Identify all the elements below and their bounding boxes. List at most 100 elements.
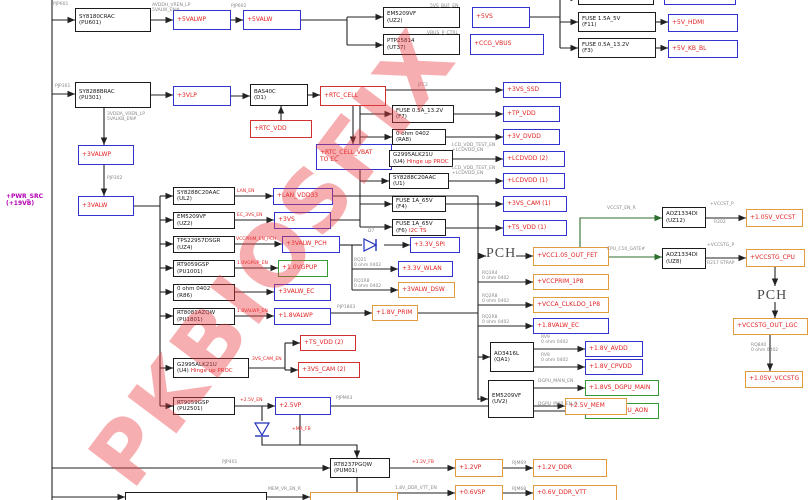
- node-f7: FUSE 0.5A_13.2V(F7): [392, 105, 454, 123]
- node-rail-ccg-vbus: +CCG_VBUS: [470, 34, 544, 55]
- diode-d7: [363, 238, 378, 252]
- node-rail-3vs: +3VS: [274, 212, 331, 229]
- node-f3: FUSE 0.5A_13.2V(F3): [578, 38, 656, 58]
- label-l-r217: R217 STRAP: [707, 261, 735, 266]
- label-l-rv8: RV8 0 ohm 0402: [541, 353, 569, 364]
- node-rail-1v2p: +1.2VP: [455, 459, 503, 477]
- label-l-vtt-en: 1.8V_DDR_VTT_EN: [395, 486, 437, 491]
- node-uz2-top: EM5209VF(UZ2): [383, 7, 460, 28]
- node-cut-top-rail: [664, 0, 736, 5]
- node-cut-bottom-ic: [125, 492, 267, 500]
- label-l-pjp1803: PJP1803: [337, 305, 356, 310]
- label-l-r202: R202: [714, 220, 726, 225]
- node-rail-vcca-clkldo-1p8: +VCCA_CLKLDO_1P8: [533, 297, 609, 313]
- node-rail-0v6-ddr-vtt: +0.6V_DDR_VTT: [533, 485, 617, 500]
- node-note: Hinge up PROC: [406, 158, 449, 165]
- label-l-18valwp-en: 1.8VALWP_EN: [237, 309, 268, 314]
- node-rail-3valwp: +3VALWP: [78, 145, 134, 165]
- node-rail-3vs-ssd: +3VS_SSD: [503, 82, 561, 98]
- node-rail-ts-vdd-1: +TS_VDD (1): [503, 220, 567, 236]
- node-pu601: SY8180CRAC(PU601): [75, 8, 151, 32]
- label-l-dgpu-main-en: DGPU_MAIN_EN: [538, 379, 574, 384]
- diode-d-mem: [253, 422, 271, 437]
- node-rail-3vs-cam-2: +3VS_CAM (2): [298, 362, 360, 378]
- label-l-rv9: RV9 0 ohm 0402: [541, 335, 569, 346]
- node-rail-1v8vs-dgpu-main: +1.8VS_DGPU_MAIN: [585, 380, 659, 396]
- label-l-5vs-buf: 5VS_BUF_EN: [430, 4, 459, 9]
- node-note: Hinge up PROC: [190, 368, 233, 374]
- label-l-pjp602a: PJP602: [231, 4, 247, 9]
- node-ul2: SY8288C20AAC(UL2): [173, 187, 235, 205]
- node-rail-lcdvdd-1: +LCDVDD (1): [503, 173, 565, 189]
- label-l-mr-fb: +MR_FB: [292, 427, 311, 432]
- label-l-vccprim-en: VCCPRIM_EN_PCH: [236, 237, 277, 242]
- label-l-pwr-src: +PWR_SRC (+19VB): [6, 193, 44, 208]
- node-rail-1v8-avdd: +1.8V_AVDD: [585, 341, 643, 357]
- label-l-ec3vs-en: EC_3VS_EN: [237, 213, 263, 218]
- node-ra8: 0 ohm 0402(RA8): [392, 129, 446, 145]
- node-rail-vccstg-out-lgc: +VCCSTG_OUT_LGC: [733, 318, 808, 335]
- node-qa1: AO3416L(QA1): [490, 342, 534, 372]
- label-l-d7: D7: [368, 229, 375, 234]
- label-l-lcd2: LCD_VDD_TEST_EN +LCDVDD_EN: [452, 143, 496, 154]
- node-rail-5v-kb-bl: +5V_KB_BL: [668, 40, 738, 58]
- node-ut37: PTP25814(UT37): [383, 34, 460, 55]
- label-l-vccst-en: VCCST_EN_R: [607, 206, 636, 211]
- label-l-lcd1: LCD_VDD_TEST_EN +LCDVDD_EN: [452, 166, 496, 177]
- node-rail-5valw: +5VALW: [243, 10, 301, 30]
- node-pu2501: RT9059GSP(PU2501): [173, 397, 235, 415]
- node-rail-1v0gpup: +1.0VGPUP: [278, 260, 328, 277]
- node-cut-top-ic: [578, 0, 654, 5]
- node-rail-3valw-pch: +3VALW_PCH: [282, 236, 340, 253]
- node-rail-5vs: +5VS: [472, 7, 530, 28]
- node-rail-1v2-ddr: +1.2V_DDR: [533, 459, 607, 477]
- node-f6: FUSE 1A_65V(F6)I2C TS: [392, 219, 446, 236]
- node-uz12: AOZ1334DI(UZ12): [662, 207, 706, 228]
- node-rail-3vs-cam-1: +3VS_CAM (1): [503, 196, 567, 212]
- node-rail-3v3-wlan: +3.3V_WLAN: [398, 261, 453, 277]
- label-l-rq1r4: RQ1R4 0 ohm 0402: [482, 271, 510, 282]
- node-rail-2v5-mem: +2.5V_MEM: [565, 398, 627, 415]
- node-rail-3vlp: +3VLP: [173, 86, 231, 106]
- node-cut-bottom-rail: [310, 492, 398, 500]
- label-l-rjm69: RJM69: [512, 461, 527, 466]
- label-l-rq840: RQ840 0 ohm 0402: [751, 343, 779, 354]
- node-r86: 0 ohm 0402(R86): [173, 284, 235, 301]
- label-l-rq2r8b: RQ2R8 0 ohm 0402: [482, 315, 510, 326]
- node-rail-1v8alwp: +1.8VALWP: [274, 308, 331, 325]
- node-rail-1v8-cpvdd: +1.8V_CPVDD: [585, 359, 643, 375]
- node-rail-rtc-cell: +RTC_CELL: [320, 86, 386, 106]
- node-uz8: AOZ1334DI(UZ8): [662, 248, 706, 269]
- node-rail-lcdvdd-2: +LCDVDD (2): [503, 151, 565, 167]
- node-pu1001: RT9059GSP(PU1001): [173, 260, 235, 277]
- node-f11: FUSE 1.5A_5V(F11): [578, 12, 656, 32]
- node-rail-2v5p: +2.5VP: [275, 397, 331, 415]
- label-l-1v2-fb: +1.2V_FB: [412, 460, 434, 465]
- label-l-dgpu-pwr-en: DGPU_PWR_EN_R: [538, 402, 578, 407]
- node-rail-rtc-vdd: +RTC_VDD: [250, 120, 312, 138]
- node-rail-lan-vdd33: +LAN_VDD33: [273, 188, 333, 205]
- node-d1: BAS40C(D1): [250, 84, 308, 106]
- node-rail-1v8-prim: +1.8V_PRIM: [372, 305, 418, 321]
- label-l-2v5-en: +2.5V_EN: [240, 398, 263, 403]
- node-u1: SY8288C20AAC(U1): [389, 173, 449, 189]
- label-l-gpup-en: 1.0VGPUP_EN: [237, 261, 268, 266]
- label-l-vccst-p: +VCCST_P: [710, 202, 734, 207]
- node-u4-b: G2995ALK21U(U4)Hinge up PROC: [173, 358, 249, 378]
- label-l-rjm68: RJM68: [512, 487, 527, 492]
- label-l-rq21: RQ21 0 ohm 0402: [354, 258, 382, 269]
- node-rail-105v-vccst: +1.05V_VCCST: [746, 209, 803, 227]
- node-rail-0v6sp: +0.6VSP: [455, 485, 503, 500]
- node-rail-3valw-ec: +3VALW_EC: [274, 284, 331, 301]
- node-note: I2C TS: [408, 227, 427, 234]
- node-rail-vcc105-out-fet: +VCC1.05_OUT_FET: [533, 247, 609, 266]
- label-l-lan-en: LAN_EN: [237, 189, 255, 194]
- label-l-rq1r8: RQ1R8 0 ohm 0402: [354, 279, 382, 290]
- node-uv2: EM5209VF(UV2): [488, 380, 534, 418]
- label-l-pjp401: PJP401: [222, 460, 238, 465]
- node-rail-ts-vdd-2: +TS_VDD (2): [300, 335, 356, 351]
- node-rail-3v-dvdd: +3V_DVDD: [503, 129, 560, 145]
